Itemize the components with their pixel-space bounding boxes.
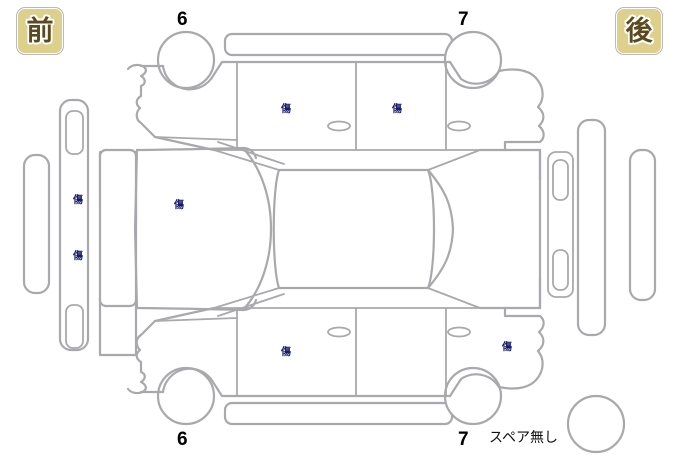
wheel-number-front-left: 6 bbox=[177, 9, 188, 30]
door-handle-upper-left bbox=[327, 120, 351, 132]
mark-left-rear-quarter: 傷 bbox=[73, 251, 83, 262]
a-pillar-left-inner bbox=[217, 141, 285, 165]
rear-panel bbox=[576, 118, 607, 337]
direction-badge-front-label: 前 bbox=[26, 15, 54, 47]
lower-body-bottom-edge bbox=[209, 377, 452, 398]
roof-panel bbox=[272, 168, 436, 290]
upper-body-top-edge bbox=[209, 60, 452, 81]
c-pillar-top bbox=[427, 149, 481, 171]
wheel-number-rear-left: 6 bbox=[177, 429, 188, 450]
rear-screen-left bbox=[426, 168, 455, 290]
mark-rear-right-quarter: 傷 bbox=[502, 342, 512, 353]
door-handle-lower-right bbox=[447, 326, 471, 338]
trunk-outline-top bbox=[478, 148, 542, 182]
trunk-outline-bottom bbox=[478, 276, 542, 310]
door-handle-lower-left bbox=[327, 326, 351, 338]
rear-bottom-bar bbox=[223, 401, 454, 426]
mark-front-right-fender: 傷 bbox=[392, 104, 402, 115]
front-top-bar bbox=[223, 32, 454, 57]
a-pillar-left bbox=[213, 149, 280, 171]
direction-badge-front: 前 bbox=[16, 7, 64, 55]
front-center-fender bbox=[98, 148, 138, 308]
mark-rear-left-door: 傷 bbox=[281, 347, 291, 358]
direction-badge-rear: 後 bbox=[615, 7, 663, 55]
rear-bumper-outer bbox=[628, 148, 657, 302]
upper-body-crease bbox=[154, 136, 238, 141]
lower-wheelarch-front bbox=[161, 367, 213, 394]
wheel-rear-right bbox=[443, 366, 503, 426]
wheel-number-front-right: 7 bbox=[458, 9, 469, 30]
spare-tire-note: スペア無し bbox=[489, 430, 559, 446]
mark-left-front-quarter: 傷 bbox=[73, 195, 83, 206]
upper-rear-body-outline bbox=[497, 68, 545, 152]
cowl-left bbox=[241, 146, 273, 312]
front-panel bbox=[58, 98, 90, 352]
upper-rear-wheelarch bbox=[448, 60, 501, 85]
rear-right-taillamp bbox=[552, 249, 569, 291]
lower-rear-wheelarch bbox=[448, 373, 501, 398]
front-right-headlamp bbox=[65, 304, 84, 349]
c-pillar-bottom bbox=[427, 287, 481, 309]
hood-front-edge bbox=[133, 148, 139, 310]
upper-wheelarch-front bbox=[161, 64, 213, 91]
lower-rear-body-outline bbox=[497, 306, 545, 390]
a-pillar-right bbox=[213, 287, 280, 309]
mark-hood: 傷 bbox=[174, 200, 184, 211]
lower-body-crease bbox=[154, 317, 238, 322]
front-left-headlamp bbox=[65, 110, 84, 155]
a-pillar-right-inner bbox=[217, 293, 285, 317]
spare-wheel-empty bbox=[566, 394, 626, 454]
wheel-front-right bbox=[443, 30, 503, 90]
wheel-front-left bbox=[156, 30, 216, 90]
wheel-number-rear-right: 7 bbox=[458, 429, 469, 450]
rear-left-taillamp bbox=[552, 159, 569, 201]
door-handle-upper-right bbox=[447, 120, 471, 132]
wheel-rear-left bbox=[156, 366, 216, 426]
mark-front-left-fender: 傷 bbox=[281, 104, 291, 115]
direction-badge-rear-label: 後 bbox=[625, 15, 653, 47]
front-bumper-outer bbox=[22, 153, 51, 295]
